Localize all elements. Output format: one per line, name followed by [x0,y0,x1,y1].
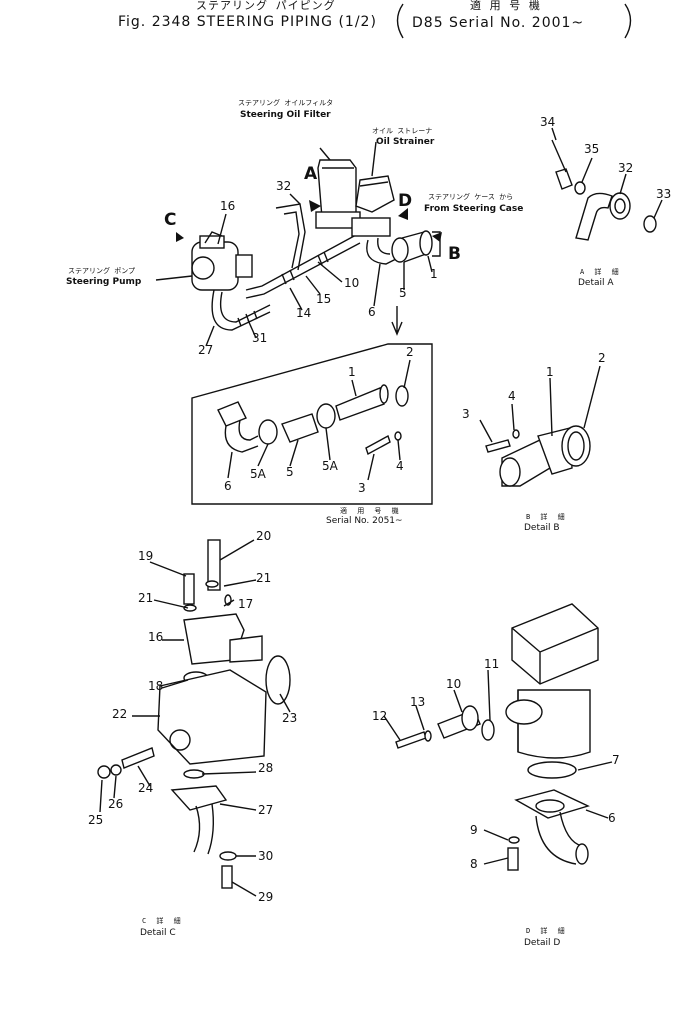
oil-filter-label: Steering Oil Filter [240,110,331,120]
part-number: 3 [358,481,366,495]
view-arrows [176,200,442,336]
part-number: 27 [198,343,214,357]
part-number: 23 [282,711,298,725]
part-number: 27 [258,803,274,817]
part-number: 6 [368,305,376,319]
part-number: 18 [148,679,164,693]
oil-strainer-drawing [351,175,395,237]
part-number: 26 [108,797,124,811]
detail-a-drawing [551,127,663,241]
serial-2051-inset-frame [191,343,433,505]
header-paren-right [624,3,632,39]
part-number: 3 [462,407,470,421]
detail-b-caption-jp: B 詳 細 [526,513,568,521]
view-a-marker: A [304,164,318,184]
view-b-marker: B [448,244,461,264]
part-number: 5 [399,286,407,300]
part-number: 9 [470,823,478,837]
part-number: 10 [446,677,462,691]
part-number: 17 [238,597,254,611]
part-number: 5A [322,459,338,473]
detail-c-drawing [97,539,291,897]
part-number: 2 [406,345,414,359]
serial-box-caption-jp: 適 用 号 機 [340,507,402,515]
detail-c-caption: Detail C [140,928,176,938]
pump-label: Steering Pump [66,277,142,287]
part-number: 25 [88,813,104,827]
detail-d-caption-jp: D 詳 細 [526,927,568,935]
part-number: 21 [138,591,154,605]
part-number: 13 [410,695,426,709]
inset-parts-drawing [217,359,411,481]
part-number: 1 [546,365,554,379]
part-number: 29 [258,890,274,904]
header-serial-range: D85 Serial No. 2001~ [412,15,585,31]
header-jp-title: ステアリング パイピング [196,0,336,12]
part-number: 6 [608,811,616,825]
part-number: 1 [430,267,438,281]
part-number: 32 [276,179,292,193]
oil-filter-label-jp: ステアリング オイルフィルタ [238,99,334,107]
part-number: 24 [138,781,154,795]
steering-pump-drawing [191,231,253,291]
part-number: 33 [656,187,672,201]
part-number: 31 [252,331,268,345]
part-number: 5A [250,467,266,481]
detail-b-drawing [479,365,601,487]
part-number: 21 [256,571,272,585]
part-number: 35 [584,142,600,156]
elbow-and-tube-drawing [366,230,441,265]
from-case-label-jp: ステアリング ケース から [428,193,514,201]
main-piping-drawing [211,203,361,331]
part-number: 6 [224,479,232,493]
part-number: 5 [286,465,294,479]
detail-a-caption: Detail A [578,278,614,288]
part-number: 16 [148,630,164,644]
oil-strainer-label: Oil Strainer [376,137,435,147]
part-number: 20 [256,529,272,543]
part-number: 32 [618,161,634,175]
detail-c-caption-jp: C 詳 細 [142,917,184,925]
part-number: 8 [470,857,478,871]
part-number: 19 [138,549,154,563]
part-number: 2 [598,351,606,365]
part-number: 12 [372,709,388,723]
part-number: 4 [508,389,516,403]
part-number: 10 [344,276,360,290]
part-number: 11 [484,657,500,671]
from-case-label: From Steering Case [424,204,524,214]
detail-a-caption-jp: A 詳 細 [580,268,622,276]
main-leader-lines [155,141,433,347]
view-d-marker: D [398,191,413,211]
header-serial-jp: 適 用 号 機 [470,0,541,12]
part-number: 34 [540,115,556,129]
part-number: 16 [220,199,236,213]
part-number: 15 [316,292,332,306]
header-paren-left [396,3,404,39]
detail-d-caption: Detail D [524,938,561,948]
part-number: 14 [296,306,312,320]
part-number: 22 [112,707,128,721]
serial-box-caption: Serial No. 2051~ [326,516,403,526]
pump-label-jp: ステアリング ポンプ [68,267,136,275]
figure-title: Fig. 2348 STEERING PIPING (1/2) [118,14,377,30]
detail-d-drawing [383,603,613,871]
part-number: 7 [612,753,620,767]
oil-strainer-label-jp: オイル ストレーナ [372,127,433,135]
detail-b-caption: Detail B [524,523,560,533]
part-number: 28 [258,761,274,775]
part-number: 30 [258,849,274,863]
view-c-marker: C [164,210,177,230]
part-number: 4 [396,459,404,473]
part-number: 1 [348,365,356,379]
